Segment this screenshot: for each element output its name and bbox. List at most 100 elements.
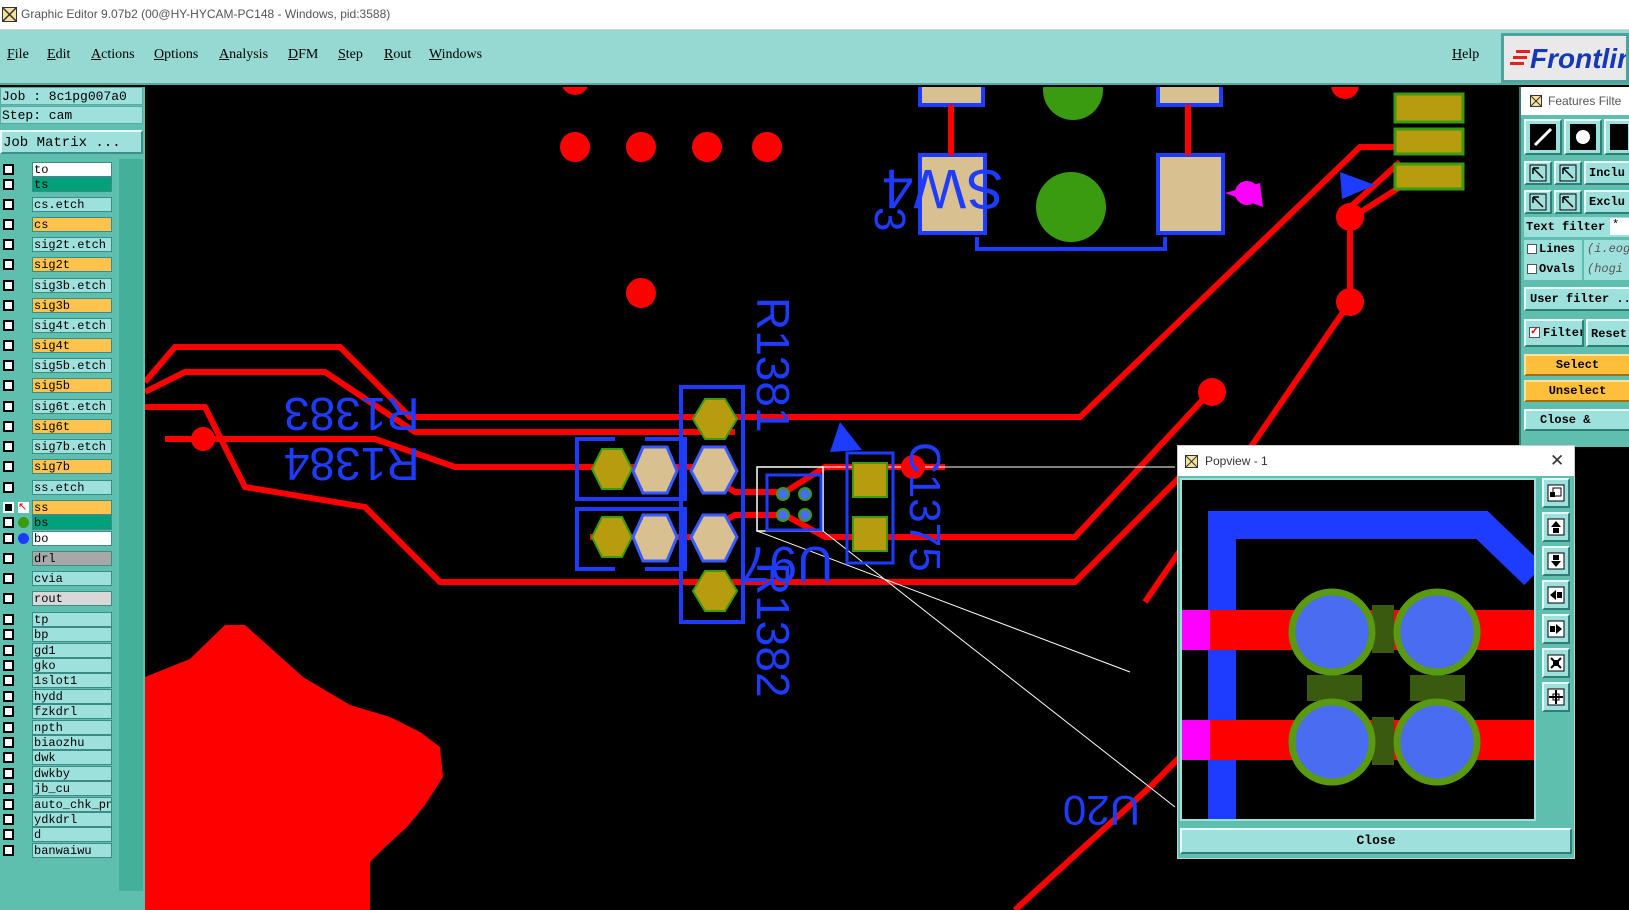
layer-checkbox[interactable] — [3, 593, 14, 604]
popview-close-icon[interactable]: ✕ — [1550, 451, 1565, 470]
layer-row-dwkby[interactable]: dwkby — [0, 765, 116, 782]
layer-row-ts[interactable]: ts — [0, 176, 116, 193]
layer-row-cvia[interactable]: cvia — [0, 570, 116, 587]
layer-checkbox[interactable] — [3, 441, 14, 452]
layer-row-cs-etch[interactable]: cs.etch — [0, 196, 116, 213]
layer-row-bp[interactable]: bp — [0, 626, 116, 643]
pan-right-button[interactable] — [1542, 614, 1570, 644]
menu-windows[interactable]: Windows — [429, 47, 483, 62]
layer-row-biaozhu[interactable]: biaozhu — [0, 734, 116, 751]
menu-help[interactable]: Help — [1452, 47, 1480, 62]
job-matrix-button[interactable]: Job Matrix ... — [0, 130, 143, 154]
zoom-out-button[interactable] — [1542, 682, 1570, 712]
layer-row-sig2t[interactable]: sig2t — [0, 256, 116, 273]
layer-checkbox[interactable] — [3, 829, 14, 840]
layer-row-auto-chk-pn[interactable]: auto_chk_pn — [0, 796, 116, 813]
ovals-checkbox[interactable] — [1527, 264, 1537, 274]
layer-checkbox[interactable] — [3, 660, 14, 671]
layer-row-fzkdrl[interactable]: fzkdrl — [0, 703, 116, 720]
pan-down-button[interactable] — [1542, 546, 1570, 576]
layer-checkbox[interactable] — [3, 799, 14, 810]
layer-checkbox[interactable] — [3, 629, 14, 640]
layer-row-d[interactable]: d — [0, 826, 116, 843]
layer-row-sig6t-etch[interactable]: sig6t.etch — [0, 398, 116, 415]
layer-scrollbar[interactable] — [119, 159, 143, 891]
layer-row-drl[interactable]: drl — [0, 550, 116, 567]
layer-row-ss[interactable]: ↖ss — [0, 499, 116, 516]
layer-checkbox[interactable] — [3, 675, 14, 686]
layer-checkbox[interactable] — [3, 553, 14, 564]
layer-checkbox[interactable] — [3, 320, 14, 331]
layer-row-to[interactable]: to — [0, 161, 116, 178]
include-arrow-2[interactable] — [1554, 161, 1582, 185]
layer-checkbox[interactable] — [3, 164, 14, 175]
layer-checkbox[interactable] — [3, 502, 14, 513]
menu-step[interactable]: Step — [338, 47, 363, 62]
layer-row-gko[interactable]: gko — [0, 657, 116, 674]
layer-row-sig3b[interactable]: sig3b — [0, 297, 116, 314]
menu-actions[interactable]: Actions — [91, 47, 135, 62]
popview-close-button[interactable]: Close — [1180, 828, 1572, 854]
menu-file[interactable]: File — [7, 47, 29, 62]
layer-row-sig4t-etch[interactable]: sig4t.etch — [0, 317, 116, 334]
layer-row-bs[interactable]: bs — [0, 514, 116, 531]
select-button[interactable]: Select — [1524, 354, 1629, 376]
layer-checkbox[interactable] — [3, 239, 14, 250]
layer-row-sig3b-etch[interactable]: sig3b.etch — [0, 277, 116, 294]
layer-checkbox[interactable] — [3, 737, 14, 748]
layer-checkbox[interactable] — [3, 482, 14, 493]
unselect-button[interactable]: Unselect — [1524, 380, 1629, 402]
layer-row-hydd[interactable]: hydd — [0, 688, 116, 705]
popview-canvas[interactable] — [1180, 478, 1536, 821]
layer-checkbox[interactable] — [3, 300, 14, 311]
exclude-button[interactable]: Exclu — [1584, 190, 1629, 214]
layer-checkbox[interactable] — [3, 421, 14, 432]
close-features-button[interactable]: Close & — [1524, 409, 1629, 431]
layer-checkbox[interactable] — [3, 380, 14, 391]
layer-row-sig4t[interactable]: sig4t — [0, 337, 116, 354]
layer-checkbox[interactable] — [3, 614, 14, 625]
zoom-fit-button[interactable] — [1542, 478, 1570, 508]
layer-row-dwk[interactable]: dwk — [0, 749, 116, 766]
layer-row-cs[interactable]: cs — [0, 216, 116, 233]
surface-tool-button[interactable] — [1604, 119, 1629, 155]
layer-checkbox[interactable] — [3, 199, 14, 210]
lines-checkbox[interactable] — [1527, 244, 1537, 254]
exclude-arrow-1[interactable] — [1524, 190, 1552, 214]
pan-left-button[interactable] — [1542, 580, 1570, 610]
layer-checkbox[interactable] — [3, 706, 14, 717]
layer-row-sig6t[interactable]: sig6t — [0, 418, 116, 435]
layer-row-1slot1[interactable]: 1slot1 — [0, 672, 116, 689]
layer-row-ss-etch[interactable]: ss.etch — [0, 479, 116, 496]
reset-button[interactable]: Reset — [1586, 319, 1629, 347]
layer-row-sig7b-etch[interactable]: sig7b.etch — [0, 438, 116, 455]
layer-checkbox[interactable] — [3, 461, 14, 472]
layer-row-sig7b[interactable]: sig7b — [0, 458, 116, 475]
layer-row-jb-cu[interactable]: jb_cu — [0, 780, 116, 797]
menu-analysis[interactable]: Analysis — [219, 47, 269, 62]
layer-row-sig5b-etch[interactable]: sig5b.etch — [0, 357, 116, 374]
layer-checkbox[interactable] — [3, 517, 14, 528]
layer-checkbox[interactable] — [3, 845, 14, 856]
zoom-in-button[interactable] — [1542, 648, 1570, 678]
layer-checkbox[interactable] — [3, 219, 14, 230]
layer-row-npth[interactable]: npth — [0, 719, 116, 736]
menu-dfm[interactable]: DFM — [288, 47, 319, 62]
filter-toggle[interactable]: ✓ Filter — [1524, 319, 1584, 347]
text-filter-input[interactable]: * — [1610, 218, 1629, 235]
layer-checkbox[interactable] — [3, 814, 14, 825]
layer-checkbox[interactable] — [3, 573, 14, 584]
layer-checkbox[interactable] — [3, 645, 14, 656]
layer-checkbox[interactable] — [3, 783, 14, 794]
layer-row-ydkdrl[interactable]: ydkdrl — [0, 811, 116, 828]
pan-up-button[interactable] — [1542, 512, 1570, 542]
layer-row-banwaiwu[interactable]: banwaiwu — [0, 842, 116, 859]
layer-checkbox[interactable] — [3, 768, 14, 779]
pad-tool-button[interactable] — [1564, 119, 1602, 155]
line-tool-button[interactable] — [1524, 119, 1562, 155]
layer-checkbox[interactable] — [3, 401, 14, 412]
layer-checkbox[interactable] — [3, 722, 14, 733]
layer-row-rout[interactable]: rout — [0, 590, 116, 607]
layer-checkbox[interactable] — [3, 691, 14, 702]
layer-checkbox[interactable] — [3, 179, 14, 190]
